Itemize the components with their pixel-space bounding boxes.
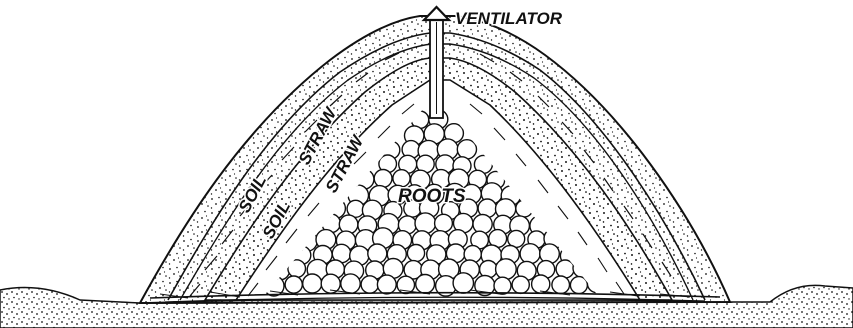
root-item	[457, 140, 476, 159]
root-item	[361, 276, 378, 293]
root-item	[532, 275, 550, 293]
root-item	[341, 274, 360, 293]
root-item	[303, 274, 322, 293]
root-item	[552, 276, 570, 294]
root-item	[496, 259, 517, 280]
root-item	[473, 215, 492, 234]
root-item	[415, 213, 436, 234]
label-roots: ROOTS	[398, 186, 466, 207]
label-ventilator: VENTILATOR	[455, 9, 563, 28]
root-item	[285, 276, 302, 293]
root-item	[393, 170, 410, 187]
root-item	[377, 275, 396, 294]
ventilator-cap-icon	[424, 7, 449, 20]
root-item	[407, 245, 424, 262]
root-item	[435, 214, 453, 232]
root-item	[520, 244, 540, 264]
root-item	[374, 170, 392, 188]
root-item	[368, 244, 387, 263]
root-item	[494, 277, 511, 294]
root-item	[512, 276, 529, 293]
root-item	[416, 275, 435, 294]
